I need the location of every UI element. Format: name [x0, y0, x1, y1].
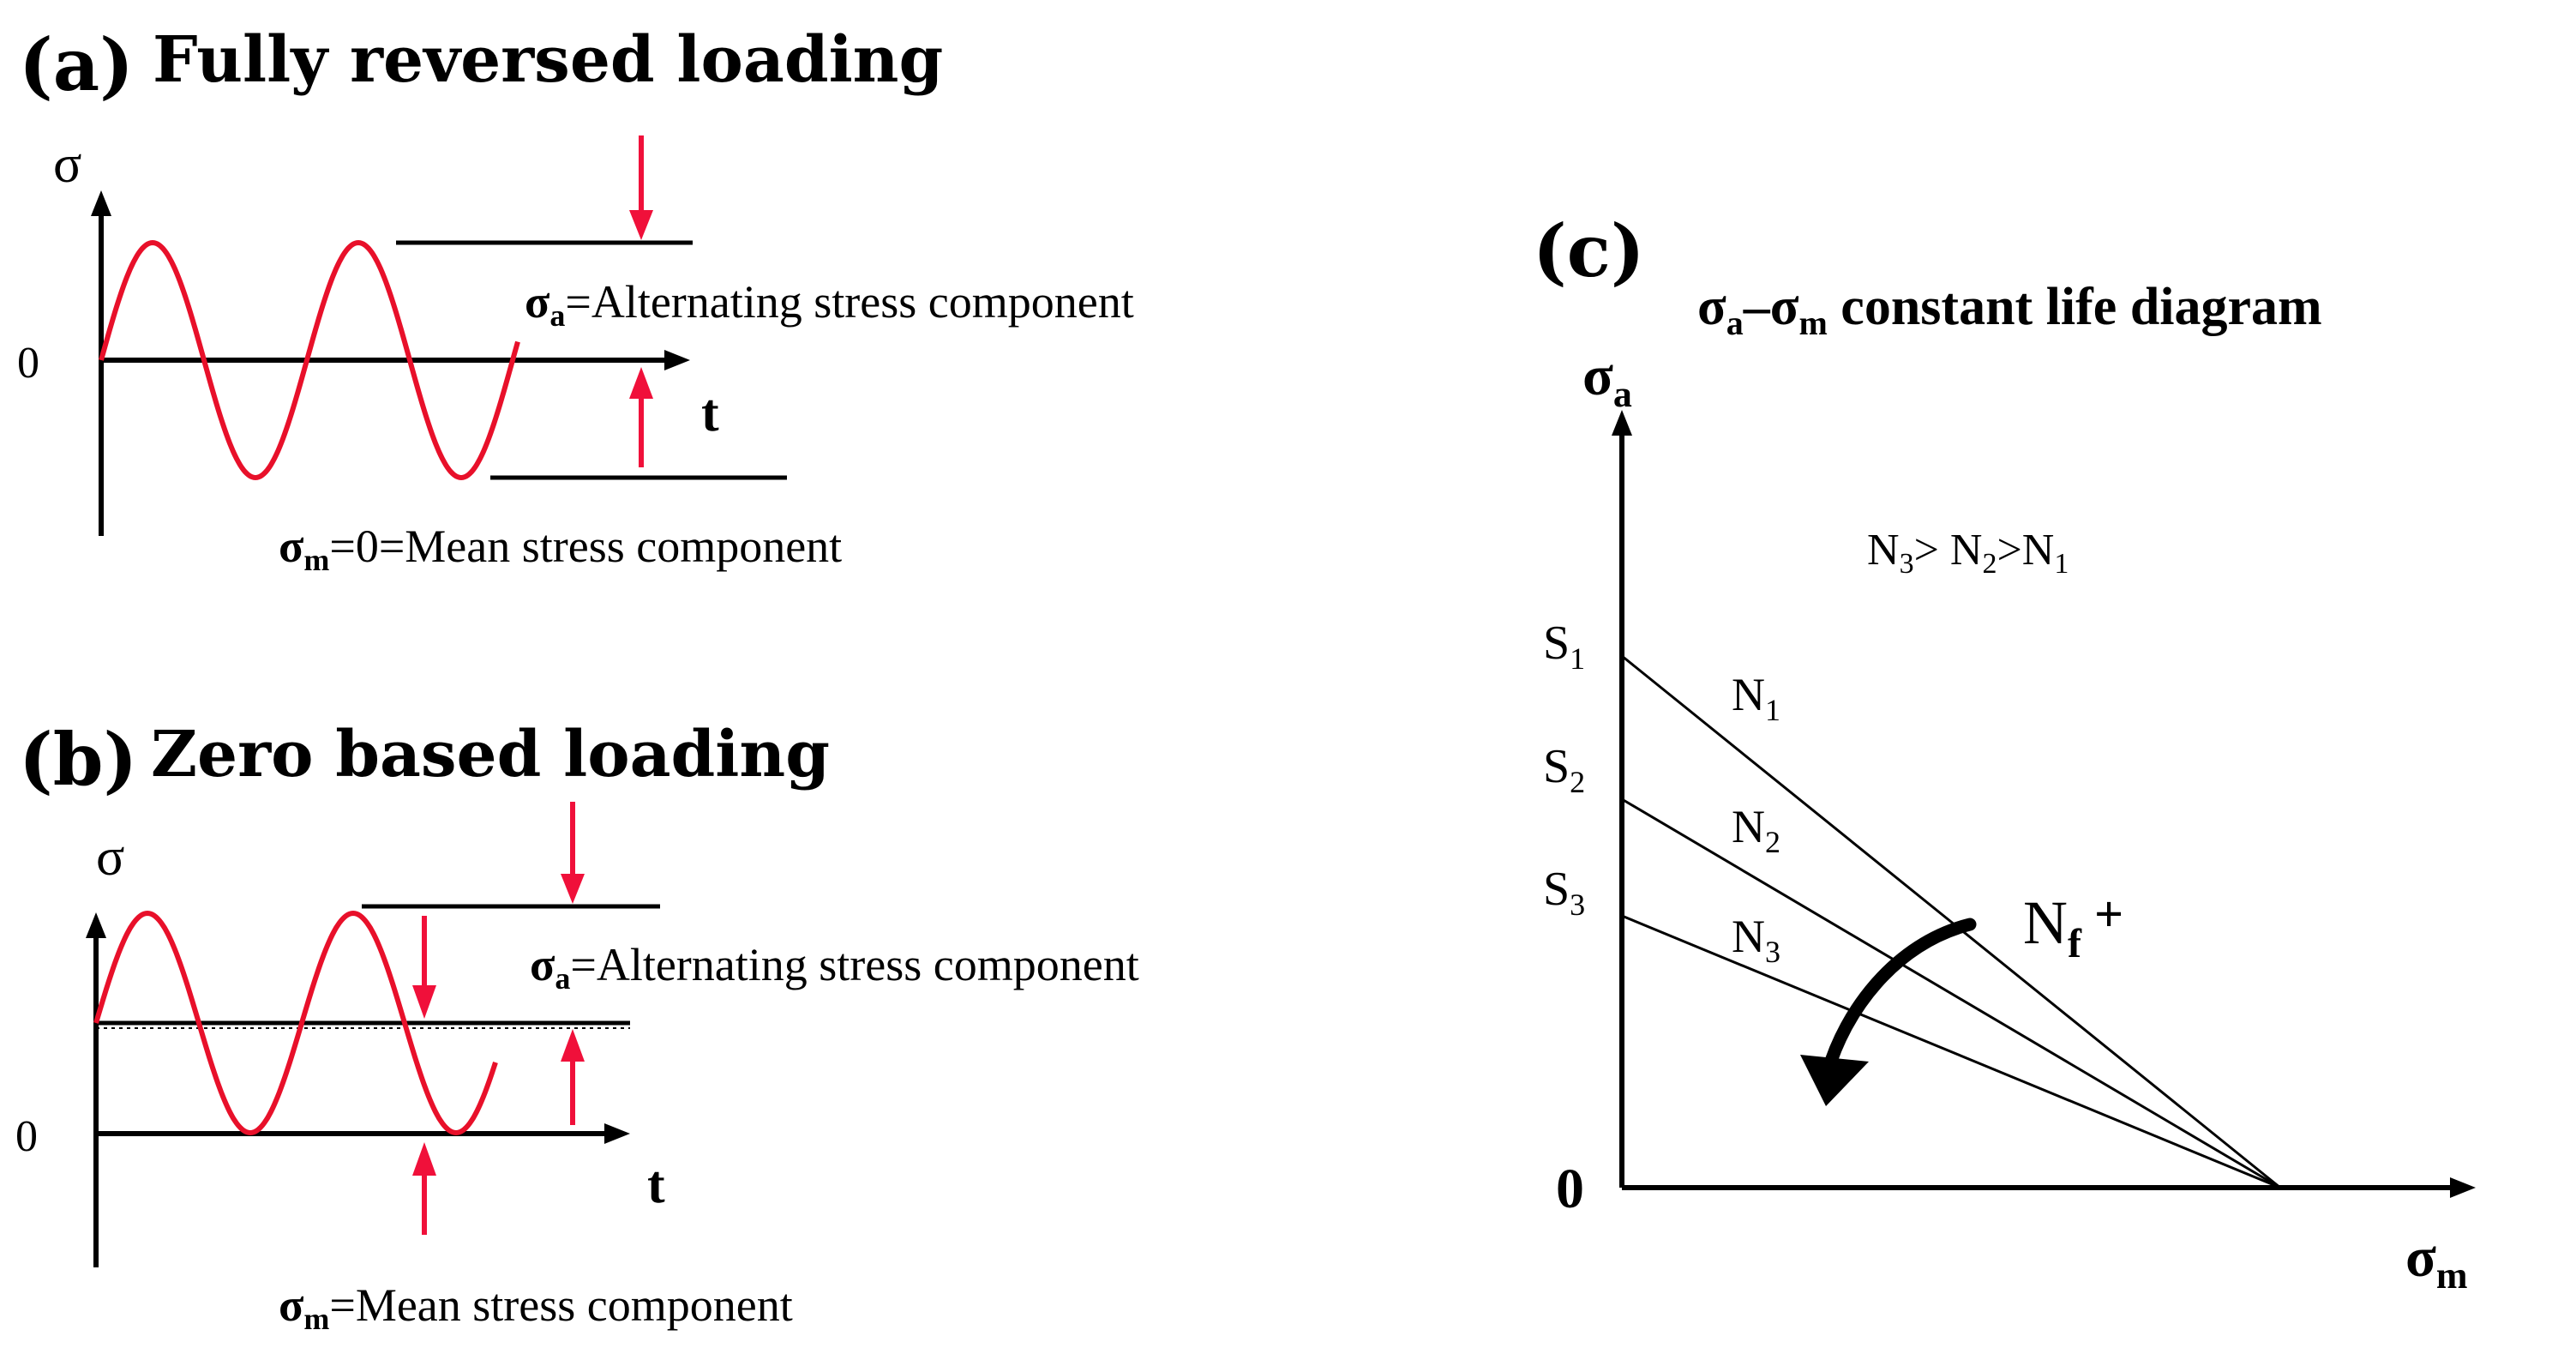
- panel-a-y-axis-arrowhead: [91, 190, 111, 216]
- panel-b-sigma-m-arrow-up-bottom: [412, 1142, 436, 1235]
- panel-b: (b) Zero based loading σ t 0 σa=: [15, 717, 1139, 1336]
- panel-c-x-axis-arrowhead: [2450, 1177, 2476, 1198]
- panel-b-y-axis-arrowhead: [86, 912, 106, 938]
- panel-a-sigma-a-arrow-up: [629, 367, 653, 467]
- panel-a-sigma-a-arrow-down: [629, 135, 653, 240]
- constant-life-line-n2: [1621, 797, 2281, 1189]
- panel-b-sigma-m-arrow-up-right: [561, 1029, 585, 1125]
- panel-c-life-order-label: N3> N2>N1: [1867, 526, 2069, 580]
- panel-a-y-label: σ: [53, 135, 81, 194]
- panel-b-sigma-a-arrow-down-bottom: [412, 916, 436, 1019]
- panel-c-letter: (c): [1533, 208, 1645, 293]
- panel-b-sigma-m-label: σm=Mean stress component: [279, 1279, 793, 1336]
- s3-label: S3: [1543, 863, 1585, 922]
- panel-c: (c) σa–σm constant life diagram σa σm 0 …: [1533, 208, 2476, 1297]
- nf-plus-label: Nf +: [2023, 886, 2123, 966]
- panel-c-y-label: σa: [1582, 345, 1632, 415]
- panel-b-x-label: t: [647, 1156, 665, 1214]
- increasing-life-arrowhead: [1800, 1055, 1869, 1106]
- panel-b-letter: (b): [19, 717, 137, 802]
- n3-label: N3: [1732, 911, 1780, 969]
- panel-b-sigma-a-arrow-down-top: [561, 802, 585, 904]
- panel-b-y-label: σ: [96, 828, 124, 887]
- increasing-life-curved-arrow: [1821, 918, 1977, 1079]
- constant-life-line-n3: [1621, 914, 2281, 1189]
- panel-a-sigma-a-label: σa=Alternating stress component: [525, 276, 1134, 333]
- panel-c-zero-label: 0: [1556, 1158, 1584, 1220]
- panel-a-x-axis-arrowhead: [664, 350, 690, 370]
- panel-a-sigma-m-label: σm=0=Mean stress component: [279, 521, 842, 577]
- panel-c-title: σa–σm constant life diagram: [1697, 278, 2322, 342]
- n2-label: N2: [1732, 801, 1780, 859]
- constant-life-line-n1: [1621, 654, 2281, 1189]
- panel-b-title: Zero based loading: [151, 718, 830, 791]
- n1-label: N1: [1732, 669, 1780, 727]
- panel-a-x-label: t: [701, 384, 719, 442]
- panel-b-zero-label: 0: [15, 1112, 38, 1161]
- panel-a: (a) Fully reversed loading σ t 0 σa=Alte…: [17, 22, 1134, 577]
- s1-label: S1: [1543, 617, 1585, 676]
- panel-b-x-axis-arrowhead: [604, 1123, 630, 1144]
- panel-a-zero-label: 0: [17, 339, 39, 388]
- panel-b-sine-wave: [93, 910, 498, 1136]
- panel-b-sigma-a-label: σa=Alternating stress component: [530, 939, 1139, 996]
- panel-a-sine-wave: [99, 239, 520, 481]
- panel-a-letter: (a): [19, 22, 134, 107]
- panel-c-y-axis-arrowhead: [1612, 410, 1632, 436]
- panel-c-x-label: σm: [2405, 1226, 2468, 1297]
- s2-label: S2: [1543, 740, 1585, 799]
- panel-a-title: Fully reversed loading: [153, 23, 943, 97]
